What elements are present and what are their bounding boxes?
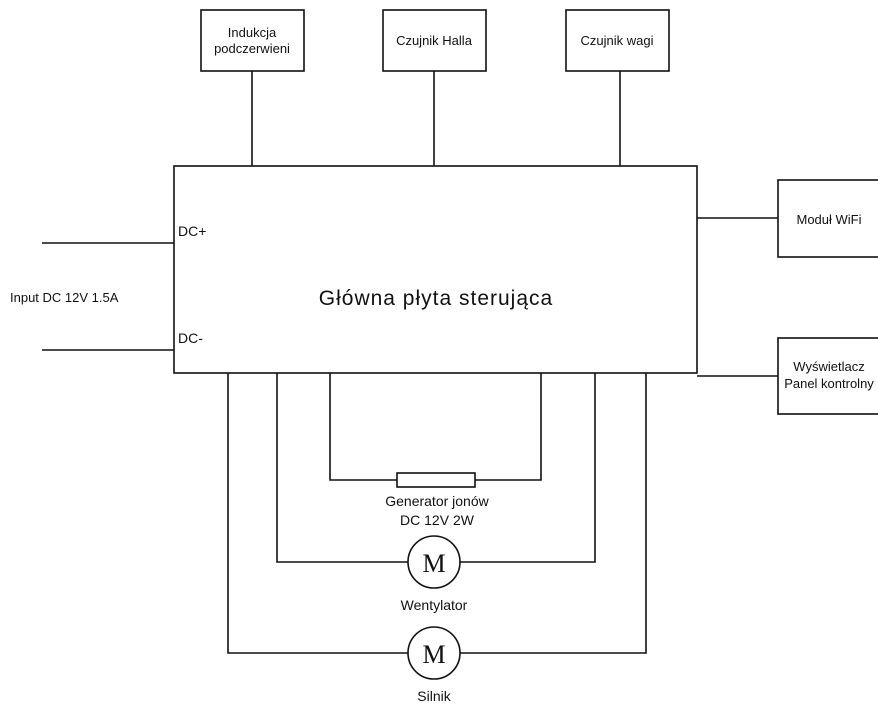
input-power-label: Input DC 12V 1.5A (10, 290, 119, 305)
ion-generator-wire-right (475, 373, 542, 481)
display-panel-label-line1: Wyświetlacz (793, 359, 864, 374)
motor-wire-right (460, 373, 647, 654)
weight-sensor-label: Czujnik wagi (581, 33, 654, 48)
ion-generator-wire-left (329, 373, 397, 481)
ion-generator-label-line1: Generator jonów (385, 493, 489, 509)
wifi-module-label: Moduł WiFi (796, 212, 861, 227)
main-control-board-label: Główna płyta sterująca (319, 287, 553, 310)
infrared-sensor-label-line1: Indukcja (228, 25, 277, 40)
motor-label: Silnik (417, 688, 451, 704)
weight-sensor-box (565, 9, 670, 72)
fan-motor-symbol (407, 535, 461, 589)
fan-label: Wentylator (401, 597, 468, 613)
fan-wire-right (460, 373, 596, 563)
ion-generator-label-line2: DC 12V 2W (400, 512, 475, 528)
motor-symbol (407, 626, 461, 680)
display-panel-label-line2: Panel kontrolny (784, 376, 874, 391)
dc-minus-label: DC- (178, 330, 203, 346)
fan-wire-left (276, 373, 408, 563)
infrared-sensor-box (200, 9, 305, 72)
fan-motor-letter: M (422, 549, 445, 578)
dc-plus-label: DC+ (178, 223, 206, 239)
wifi-module-box (777, 179, 878, 258)
motor-wire-left (227, 373, 408, 654)
hall-sensor-label: Czujnik Halla (396, 33, 473, 48)
hall-sensor-box (382, 9, 487, 72)
main-control-board-box (173, 165, 698, 374)
motor-letter: M (422, 640, 445, 669)
infrared-sensor-label-line2: podczerwieni (214, 41, 290, 56)
display-panel-box (777, 337, 878, 415)
ion-generator-resistor (396, 472, 476, 488)
